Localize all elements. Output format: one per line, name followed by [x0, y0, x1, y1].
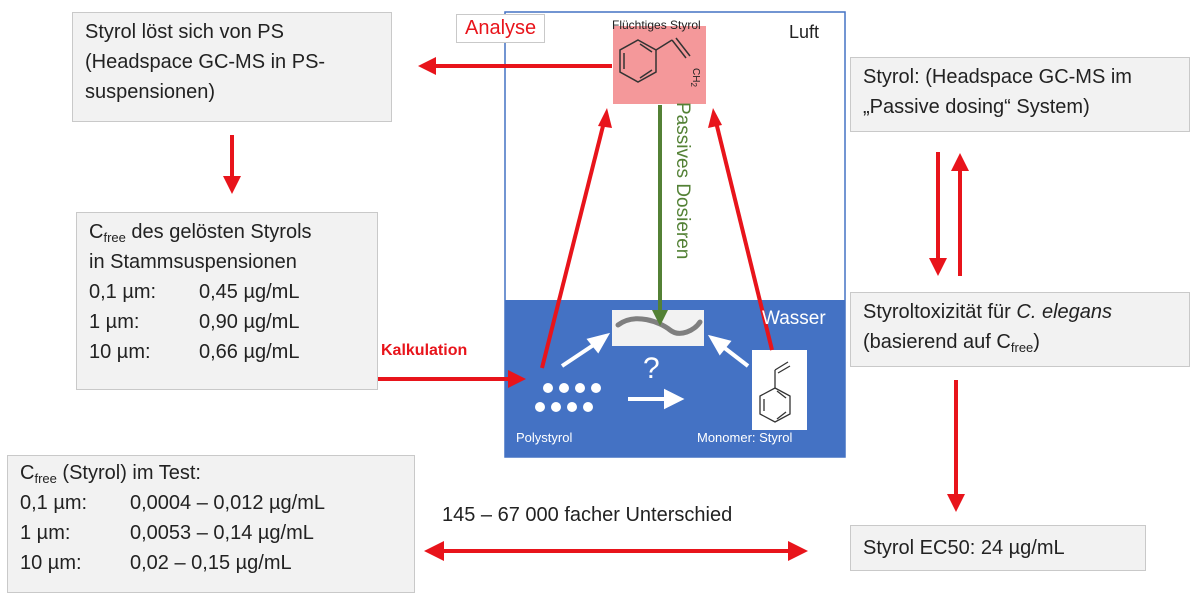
stock-row: 10 µm:0,66 µg/mL: [89, 341, 300, 363]
arrow-monomer-to-air: [714, 121, 774, 351]
test-row: 0,1 µm:0,0004 – 0,012 µg/mL: [20, 492, 325, 514]
arrow-beads-to-air: [540, 121, 606, 369]
monomer-label: Monomer: Styrol: [697, 430, 793, 445]
question-mark: ?: [643, 352, 660, 385]
box-passive-dosing-line1: Styrol: (Headspace GC-MS im: [863, 66, 1132, 88]
ch2-label: CH2: [688, 68, 701, 87]
box-cfree-stock: Cfree des gelösten Styrols in Stammsuspe…: [76, 212, 378, 390]
box-headspace-ps-line3: suspensionen): [85, 81, 216, 103]
polystyrene-beads: [535, 383, 601, 412]
arrow-monomer-to-worm: [720, 344, 750, 368]
kalkulation-label: Kalkulation: [375, 340, 474, 362]
luft-label: Luft: [789, 22, 820, 42]
test-row: 1 µm:0,0053 – 0,14 µg/mL: [20, 522, 314, 544]
box-cfree-stock-line1: Cfree des gelösten Styrols: [89, 221, 312, 245]
monomer-styrene-structure: [759, 361, 791, 423]
box-toxicity-line2: (basierend auf Cfree): [863, 331, 1040, 355]
box-cfree-stock-line2: in Stammsuspensionen: [89, 251, 297, 273]
passive-dosing-label: Passives Dosieren: [672, 102, 693, 260]
box-cfree-test-line1: Cfree (Styrol) im Test:: [20, 462, 201, 486]
stock-row: 1 µm:0,90 µg/mL: [89, 311, 300, 333]
box-headspace-ps-line2: (Headspace GC-MS in PS-: [85, 51, 326, 73]
box-headspace-ps-line1: Styrol löst sich von PS: [85, 21, 284, 43]
box-passive-dosing-line2: „Passive dosing“ System): [863, 96, 1090, 118]
arrow-beads-to-worm: [560, 340, 600, 368]
volatile-styrene-structure: [619, 37, 691, 83]
box-cfree-test: Cfree (Styrol) im Test: 0,1 µm:0,0004 – …: [7, 455, 415, 593]
worm-shape: [615, 316, 703, 336]
polystyrene-label: Polystyrol: [516, 430, 573, 445]
box-headspace-ps: Styrol löst sich von PS (Headspace GC-MS…: [72, 12, 392, 122]
volatile-styrene-label: Flüchtiges Styrol: [612, 18, 701, 32]
box-toxicity: Styroltoxizität für C. elegans (basieren…: [850, 292, 1190, 367]
analyse-label: Analyse: [456, 14, 546, 43]
test-row: 10 µm:0,02 – 0,15 µg/mL: [20, 552, 292, 574]
stock-row: 0,1 µm:0,45 µg/mL: [89, 281, 300, 303]
wasser-label: Wasser: [762, 308, 826, 329]
box-ec50-text: Styrol EC50: 24 µg/mL: [863, 537, 1065, 559]
volatile-styrene-box: [613, 26, 706, 104]
box-ec50: Styrol EC50: 24 µg/mL: [850, 525, 1146, 571]
difference-label: 145 – 67 000 facher Unterschied: [442, 504, 733, 526]
box-passive-dosing: Styrol: (Headspace GC-MS im „Passive dos…: [850, 57, 1190, 132]
box-toxicity-line1: Styroltoxizität für C. elegans: [863, 301, 1113, 323]
